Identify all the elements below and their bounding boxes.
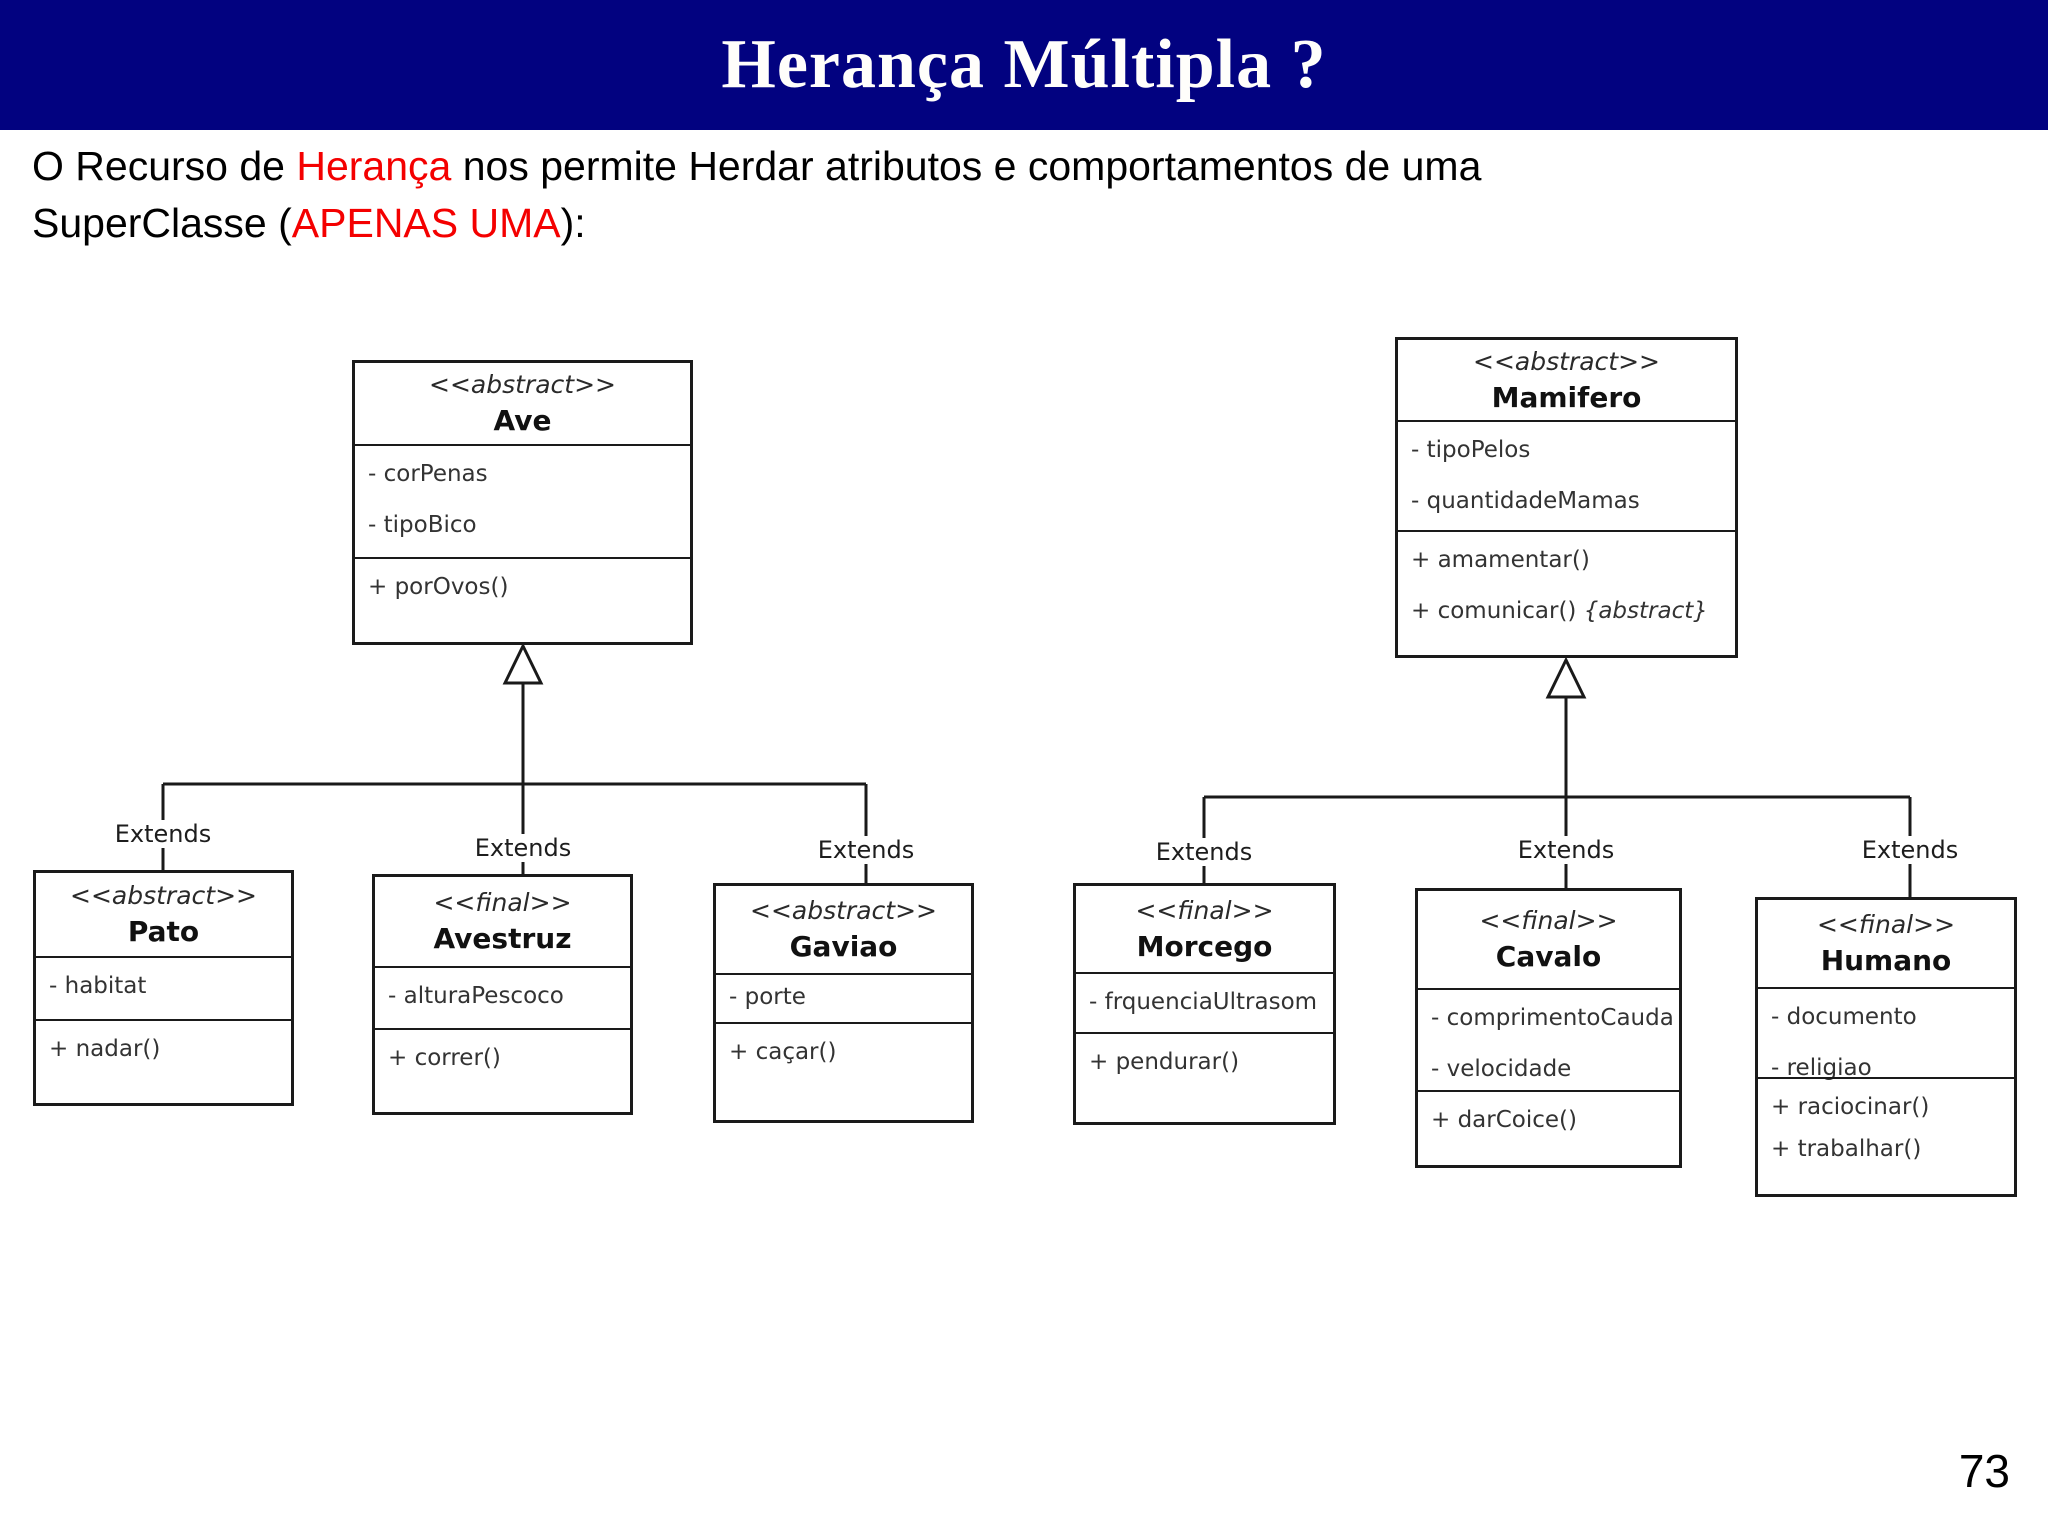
attributes-compartment: - porte (716, 973, 971, 1022)
inheritance-triangle-mamifero (1545, 656, 1587, 699)
stereotype: <<abstract>> (70, 881, 257, 910)
uml-attribute: - religiao (1771, 1055, 1872, 1081)
methods-compartment: + caçar() (716, 1022, 971, 1120)
uml-method: + amamentar() (1411, 547, 1590, 573)
class-box-pato: <<abstract>> Pato - habitat + nadar() (33, 870, 294, 1106)
uml-attribute: - habitat (49, 973, 147, 999)
uml-attribute: - porte (729, 984, 806, 1010)
inheritance-triangle-ave (502, 642, 544, 685)
intro-segment: SuperClasse ( (32, 200, 292, 246)
methods-compartment: + porOvos() (355, 557, 690, 642)
class-name: Gaviao (789, 930, 898, 963)
stereotype: <<final>> (1135, 895, 1274, 925)
uml-attribute: - alturaPescoco (388, 983, 564, 1009)
page-number: 73 (1958, 1445, 2010, 1497)
uml-attribute: - tipoPelos (1411, 437, 1531, 463)
extends-label: Extends (1854, 836, 1966, 864)
uml-method: + porOvos() (368, 574, 509, 600)
stereotype: <<abstract>> (429, 370, 616, 399)
uml-attribute: - documento (1771, 1004, 1917, 1030)
class-box-avestruz: <<final>> Avestruz - alturaPescoco + cor… (372, 874, 633, 1115)
intro-segment: nos permite Herdar atributos e comportam… (451, 143, 1482, 189)
uml-attribute: - comprimentoCauda (1431, 1005, 1674, 1031)
class-box-mamifero: <<abstract>> Mamifero - tipoPelos - quan… (1395, 337, 1738, 658)
uml-attribute: - velocidade (1431, 1056, 1572, 1082)
class-name: Morcego (1136, 929, 1273, 963)
class-box-cavalo: <<final>> Cavalo - comprimentoCauda - ve… (1415, 888, 1682, 1168)
intro-highlight-apenas-uma: APENAS UMA (291, 200, 561, 246)
uml-method: + nadar() (49, 1036, 161, 1062)
methods-compartment: + amamentar() + comunicar() {abstract} (1398, 530, 1735, 655)
attributes-compartment: - alturaPescoco (375, 966, 630, 1028)
uml-method: + correr() (388, 1045, 501, 1071)
slide-header: Herança Múltipla ? (0, 0, 2048, 130)
extends-label: Extends (467, 834, 579, 862)
class-title-compartment: <<final>> Morcego (1076, 886, 1333, 972)
extends-label: Extends (1510, 836, 1622, 864)
methods-compartment: + pendurar() (1076, 1032, 1333, 1122)
uml-method: + pendurar() (1089, 1049, 1240, 1075)
class-box-gaviao: <<abstract>> Gaviao - porte + caçar() (713, 883, 974, 1123)
class-title-compartment: <<final>> Avestruz (375, 877, 630, 966)
page-title: Herança Múltipla ? (721, 26, 1327, 103)
attributes-compartment: - documento - religiao (1758, 987, 2014, 1081)
methods-compartment: + correr() (375, 1028, 630, 1112)
uml-method: + raciocinar() (1771, 1094, 1930, 1120)
attributes-compartment: - comprimentoCauda - velocidade (1418, 988, 1679, 1090)
methods-compartment: + nadar() (36, 1019, 291, 1103)
abstract-modifier: {abstract} (1583, 598, 1708, 624)
intro-text: O Recurso de Herança nos permite Herdar … (32, 138, 1592, 252)
class-box-morcego: <<final>> Morcego - frquenciaUltrasom + … (1073, 883, 1336, 1125)
methods-compartment: + raciocinar() + trabalhar() (1758, 1077, 2014, 1194)
class-title-compartment: <<abstract>> Mamifero (1398, 340, 1735, 420)
uml-attribute: - quantidadeMamas (1411, 488, 1640, 514)
attributes-compartment: - corPenas - tipoBico (355, 444, 690, 557)
intro-highlight-heranca: Herança (296, 143, 452, 189)
uml-attribute: - corPenas (368, 461, 488, 487)
attributes-compartment: - frquenciaUltrasom (1076, 972, 1333, 1032)
class-box-ave: <<abstract>> Ave - corPenas - tipoBico +… (352, 360, 693, 645)
uml-method-abstract: + comunicar() {abstract} (1411, 597, 1731, 625)
intro-segment: ): (560, 200, 586, 246)
stereotype: <<final>> (1479, 906, 1618, 935)
uml-method: + caçar() (729, 1039, 837, 1065)
class-title-compartment: <<final>> Cavalo (1418, 891, 1679, 988)
extends-label: Extends (107, 820, 219, 848)
class-name: Ave (493, 404, 552, 437)
intro-segment: O Recurso de (32, 143, 297, 189)
class-title-compartment: <<abstract>> Pato (36, 873, 291, 956)
mamifero-tree-lines (1202, 696, 1912, 897)
uml-attribute: - frquenciaUltrasom (1089, 989, 1318, 1015)
uml-method: + comunicar() (1411, 598, 1584, 624)
class-name: Pato (127, 915, 200, 948)
attributes-compartment: - habitat (36, 956, 291, 1019)
stereotype: <<final>> (1816, 910, 1956, 939)
class-title-compartment: <<abstract>> Gaviao (716, 886, 971, 973)
class-name: Avestruz (433, 922, 572, 955)
attributes-compartment: - tipoPelos - quantidadeMamas (1398, 420, 1735, 530)
class-title-compartment: <<abstract>> Ave (355, 363, 690, 444)
class-title-compartment: <<final>> Humano (1758, 900, 2014, 987)
uml-method: + darCoice() (1431, 1107, 1577, 1133)
stereotype: <<abstract>> (750, 896, 937, 925)
extends-label: Extends (810, 836, 922, 864)
methods-compartment: + darCoice() (1418, 1090, 1679, 1165)
uml-attribute: - tipoBico (368, 512, 477, 538)
stereotype: <<abstract>> (1473, 346, 1660, 376)
extends-label: Extends (1148, 838, 1260, 866)
class-name: Cavalo (1495, 940, 1602, 973)
uml-method: + trabalhar() (1771, 1136, 1922, 1162)
stereotype: <<final>> (433, 888, 572, 917)
class-name: Mamifero (1491, 380, 1642, 414)
class-name: Humano (1820, 944, 1952, 977)
class-box-humano: <<final>> Humano - documento - religiao … (1755, 897, 2017, 1197)
